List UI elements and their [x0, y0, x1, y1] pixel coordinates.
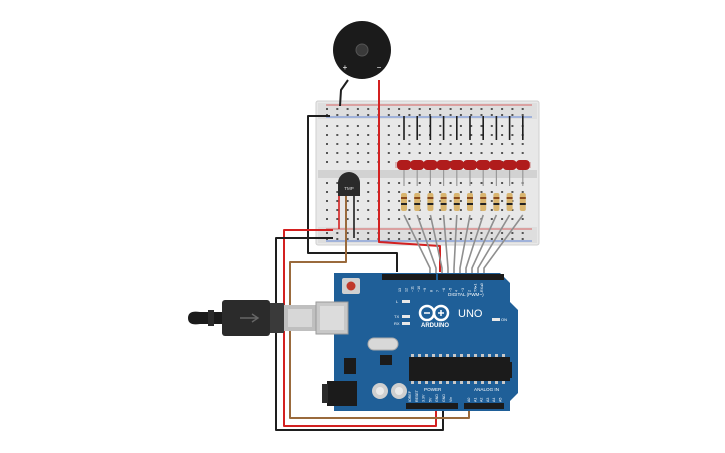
- wire-gnd-power: [275, 237, 444, 431]
- wire-gnd-rail-left: [307, 115, 398, 272]
- digital-pin-4: ~9: [423, 288, 427, 292]
- digital-pin-12: TX▸1: [474, 284, 478, 292]
- digital-header-high: [438, 274, 504, 280]
- resistor-5[interactable]: [453, 193, 460, 211]
- arduino-logo-icon: [418, 304, 450, 322]
- analog-pin-0: A0: [467, 398, 471, 402]
- digital-pin-1: 12: [404, 288, 408, 292]
- led-10[interactable]: [515, 160, 530, 170]
- power-pin-1: RESET: [415, 389, 419, 402]
- digital-pin-5: 8: [430, 290, 434, 292]
- analog-pin-4: A4: [492, 398, 496, 402]
- wire-sensor-a0: [289, 196, 470, 419]
- analog-pin-1: A1: [473, 398, 477, 402]
- resistor-3[interactable]: [427, 193, 434, 211]
- digital-pin-9: 4: [455, 290, 459, 292]
- atmega-chip: [409, 357, 510, 381]
- wires: [275, 79, 524, 431]
- digital-pin-0: 13: [398, 288, 402, 292]
- power-pin-4: GND: [435, 394, 439, 402]
- analog-pin-3: A3: [486, 398, 490, 402]
- temperature-sensor[interactable]: TMP: [338, 172, 360, 196]
- led-2[interactable]: [410, 160, 425, 170]
- resistor-1[interactable]: [401, 193, 407, 211]
- power-label: POWER: [424, 387, 442, 392]
- led-6[interactable]: [463, 160, 477, 170]
- analog-pin-2: A2: [480, 398, 484, 402]
- on-label: ON: [501, 317, 507, 322]
- buzzer-minus-label: −: [377, 63, 382, 72]
- analog-label: ANALOG IN: [474, 387, 499, 392]
- usb-icon: [240, 313, 260, 323]
- power-pin-5: GND: [442, 394, 446, 402]
- digital-pin-7: ~6: [442, 288, 446, 292]
- digital-pin-2: ~11: [411, 286, 415, 292]
- arduino-uno-board[interactable]: L TX RX ON ARDUINO UNO DIGITAL (PWM~) PO…: [315, 273, 518, 411]
- led-rx-label: RX: [394, 321, 400, 326]
- resistor-row: [401, 193, 526, 211]
- digital-pin-6: 7: [436, 290, 440, 292]
- wire-buzzer-plus: [339, 79, 349, 107]
- led-tx-label: TX: [394, 314, 399, 319]
- power-pin-3: 5V: [428, 397, 432, 402]
- resistor-2[interactable]: [414, 193, 421, 211]
- led-l-label: L: [396, 299, 399, 304]
- wire-5v: [283, 229, 437, 427]
- analog-header: [464, 403, 504, 409]
- digital-pin-3: ~10: [417, 286, 421, 292]
- icsp-header: [502, 362, 512, 378]
- digital-label: DIGITAL (PWM~): [448, 292, 484, 297]
- resistor-9[interactable]: [506, 193, 513, 211]
- led-1[interactable]: [397, 160, 411, 170]
- digital-pin-8: ~5: [448, 288, 452, 292]
- digital-pin-13: RX◂0: [480, 283, 484, 292]
- power-pin-6: Vin: [449, 397, 453, 402]
- led-row: [395, 116, 531, 186]
- resistor-6[interactable]: [467, 193, 473, 211]
- resistor-8[interactable]: [493, 193, 500, 211]
- led-3[interactable]: [423, 160, 438, 170]
- power-pin-0: IOREF: [408, 390, 412, 402]
- led-5[interactable]: [449, 160, 464, 170]
- usb-cable[interactable]: [188, 300, 318, 336]
- piezo-buzzer[interactable]: + −: [333, 21, 391, 79]
- power-header: [406, 403, 458, 409]
- resistor-7[interactable]: [480, 193, 487, 211]
- power-pin-2: 3.3V: [422, 394, 426, 402]
- arduino-logo-text: ARDUINO: [421, 323, 449, 329]
- digital-header-low: [382, 274, 436, 280]
- led-8[interactable]: [489, 160, 504, 170]
- buzzer-plus-label: +: [343, 63, 348, 72]
- digital-pin-11: 2: [467, 290, 471, 292]
- led-7[interactable]: [476, 160, 491, 170]
- sensor-label: TMP: [344, 186, 354, 191]
- digital-pin-10: ~3: [461, 288, 465, 292]
- resistor-10[interactable]: [519, 193, 526, 211]
- resistor-4[interactable]: [440, 193, 447, 211]
- analog-pin-5: A5: [499, 398, 503, 402]
- led-9[interactable]: [502, 160, 517, 170]
- arduino-model: UNO: [458, 308, 483, 320]
- led-4[interactable]: [436, 160, 451, 170]
